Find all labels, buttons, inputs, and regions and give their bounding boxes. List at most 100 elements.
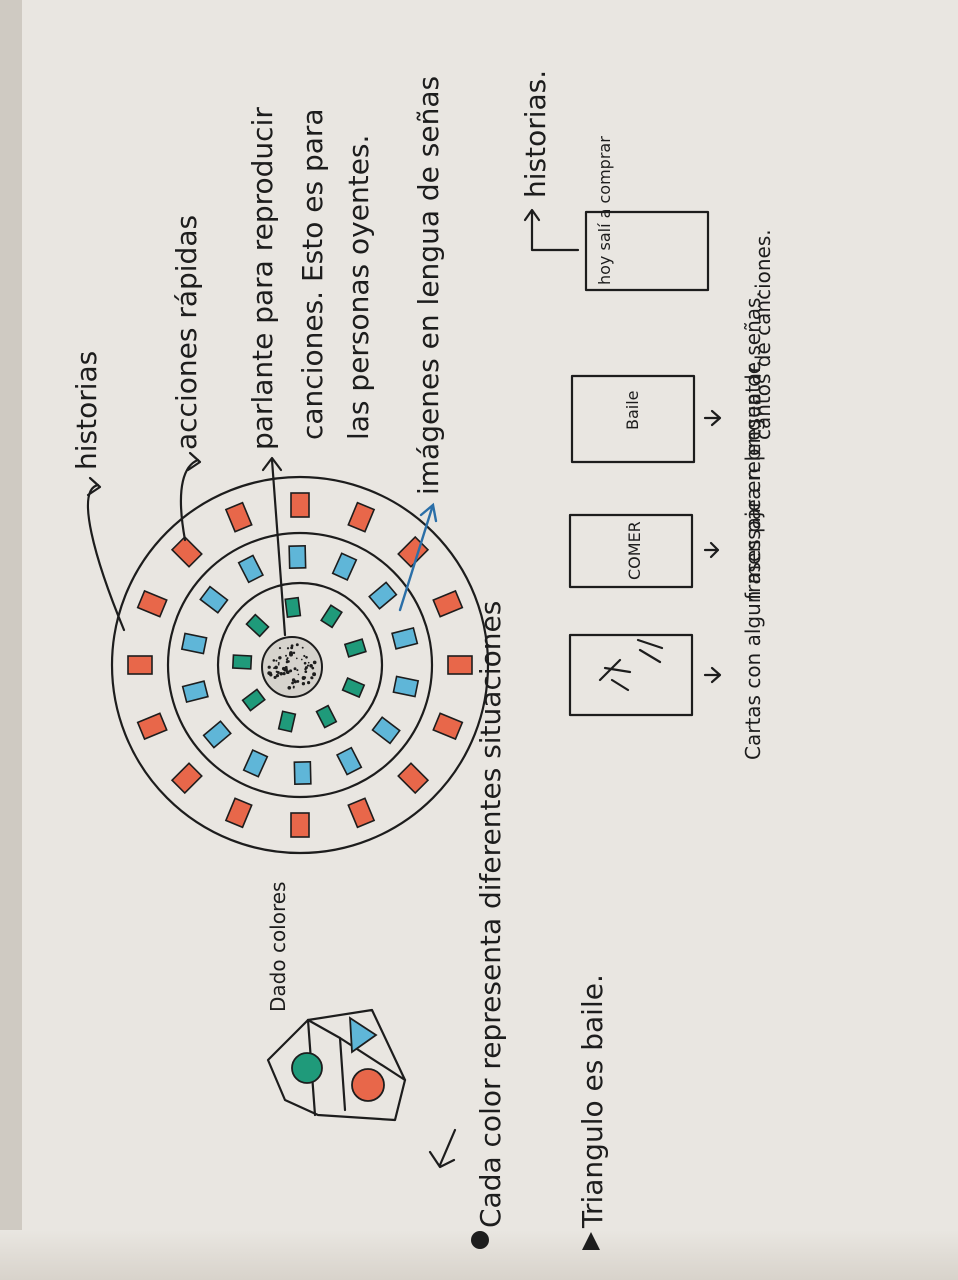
speaker-dot [301,646,304,649]
arrow-cantos [703,409,722,427]
speaker-dot [296,679,300,683]
arrow-head-imagenes [419,502,438,523]
board-tile [293,760,312,786]
speaker-dot [303,654,306,658]
note-color-meaning: Cada color representa diferentes situaci… [474,601,507,1228]
card-outline [568,633,694,717]
speaker-dot [311,677,314,680]
speaker-dot [295,657,298,660]
board [110,475,490,855]
speaker-dot [291,678,296,682]
circle-icon [291,1052,323,1084]
dice-outline [266,1008,407,1122]
speaker-dot [311,666,315,670]
speaker-dot [303,676,307,679]
arrow-cartas [703,666,722,684]
arrow-dice [428,1128,457,1169]
speaker-dot [304,670,308,674]
speaker-dot [295,643,299,647]
speaker-dot [275,659,278,662]
board-tile [347,797,376,829]
board-tile [432,712,464,741]
note-bullet-2 [582,1232,600,1250]
speaker-dot [292,686,295,689]
board-tile [231,654,253,670]
board-tile [224,501,253,533]
board-tile [343,638,367,658]
speaker-dot [289,669,293,673]
board-squares [127,492,473,838]
card-hoy: hoy salí a comprar [584,136,710,292]
dice-edge-3 [338,1036,347,1112]
card-hoy-line: hoy salí a comprar [595,136,614,285]
board-tile [224,797,253,829]
board-tile [288,544,307,570]
arrow-head-historias [86,476,102,497]
speaker-dot [300,658,303,661]
note-parlante-3: las personas oyentes. [342,135,375,440]
speaker-dot [305,655,308,659]
speaker-dot [303,661,307,665]
arrow-imagenes [398,506,434,612]
speaker-dot [312,672,317,677]
speaker-dot [269,673,273,677]
note-triangle: Triangulo es baile. [576,974,609,1229]
speaker-dots [267,643,317,690]
board-tile [284,596,302,619]
board-tile [180,632,208,655]
board-tile [202,720,232,749]
board-tile [181,680,209,704]
board-tile [320,604,343,629]
speaker-dot [307,661,310,664]
speaker-dot [285,670,290,675]
note-bullet-icon [471,1231,489,1249]
board-tile [290,812,310,838]
speaker-dot [282,672,286,676]
arrow-head-acciones [186,451,202,472]
speaker-dot [301,682,306,686]
note-historias: historias [70,351,103,470]
speaker-dot [292,651,296,655]
hand-sign-icon [598,638,664,692]
speaker-dot [286,657,289,660]
speaker-dot [276,671,280,674]
board-tile [397,535,430,568]
label-cartas-text: Cartas con algun mensaje en lengua de se… [741,291,765,760]
speaker-dot [267,665,271,669]
card-baile-text: Baile [623,390,642,430]
speaker-dot [291,681,295,685]
board-tile [368,581,398,610]
card-baile: Baile [570,374,696,464]
card-outline [584,210,710,292]
speaker-dot [283,667,288,672]
speaker-dot [277,663,280,666]
speaker-dot [287,685,292,690]
label-frases: frases para representar. [741,360,765,600]
speaker-dot [275,673,280,678]
dice-title: Dado colores [266,882,290,1012]
note-parlante-1: parlante para reproducir [246,107,279,450]
board-tile [242,749,269,778]
board-tile [447,655,473,675]
speaker-dot [285,660,289,664]
card-comer: COMER [568,513,694,589]
board-tile [331,552,358,581]
board-tile [391,626,419,650]
board-tile [136,712,168,741]
speaker-dot [306,664,310,667]
card-hoy-text: hoy salí a comprar [595,136,614,285]
board-tile [136,589,168,618]
board-tile [290,492,310,518]
board-tile [277,710,297,733]
speaker-dot [304,666,308,670]
board-outer-ring [110,475,490,855]
card-outline [568,513,694,589]
label-cartas: Cartas con algun mensaje en lengua de se… [741,291,765,760]
speaker-dot [278,656,282,660]
circle-icon [351,1068,385,1102]
board-inner-ring [216,581,384,749]
speaker-dot [279,672,283,676]
board-middle-ring [166,531,434,799]
speaker-dot [307,681,311,685]
